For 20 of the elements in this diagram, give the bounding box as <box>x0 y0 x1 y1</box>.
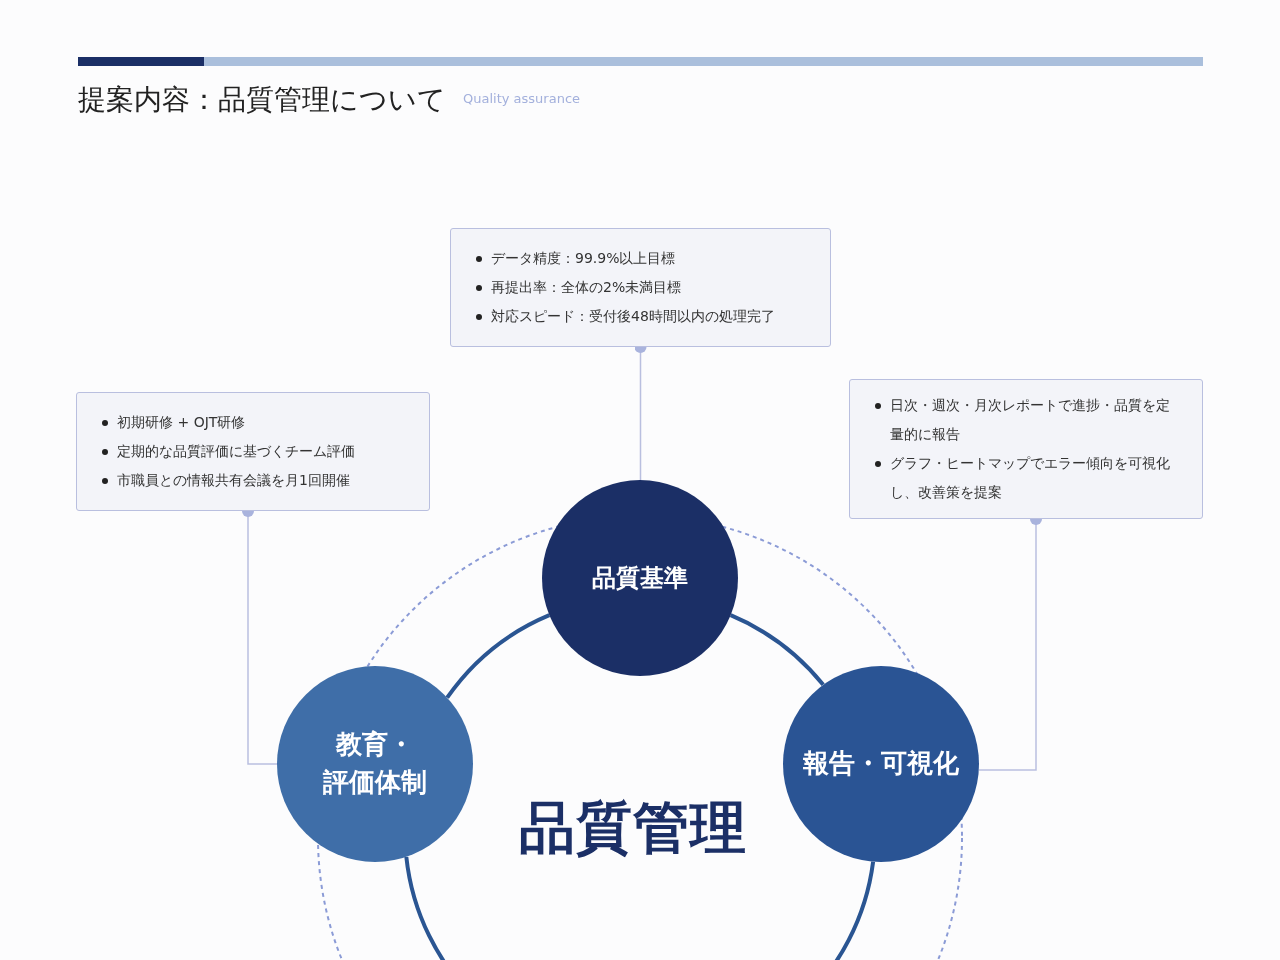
bullet-text: 市職員との情報共有会議を月1回開催 <box>117 471 350 490</box>
bullet-text: グラフ・ヒートマップでエラー傾向を可視化し、改善策を提案 <box>890 454 1171 502</box>
subtitle: Quality assurance <box>463 91 581 106</box>
info-panel <box>450 228 831 347</box>
bullet-text: 対応スピード：受付後48時間以内の処理完了 <box>491 307 775 326</box>
circle-label: 教育・評価体制 <box>322 728 428 799</box>
bullet-text: データ精度：99.9%以上目標 <box>491 249 676 268</box>
bullet-text: 定期的な品質評価に基づくチーム評価 <box>117 442 355 461</box>
circle-label: 品質基準 <box>592 562 688 594</box>
cycle-arc <box>445 613 551 699</box>
info-panel <box>76 392 430 511</box>
bullet-text: 初期研修 + OJT研修 <box>117 413 246 432</box>
cycle-arc <box>729 613 825 687</box>
circle-label: 報告・可視化 <box>803 747 959 781</box>
info-panel <box>849 379 1203 519</box>
bullet-text: 再提出率：全体の2%未満目標 <box>491 278 682 297</box>
cycle-arc <box>404 856 876 960</box>
page-title: 提案内容：品質管理について <box>78 82 446 118</box>
bullet-text: 日次・週次・月次レポートで進捗・品質を定量的に報告 <box>890 396 1171 444</box>
center-title: 品質管理 <box>519 794 747 862</box>
